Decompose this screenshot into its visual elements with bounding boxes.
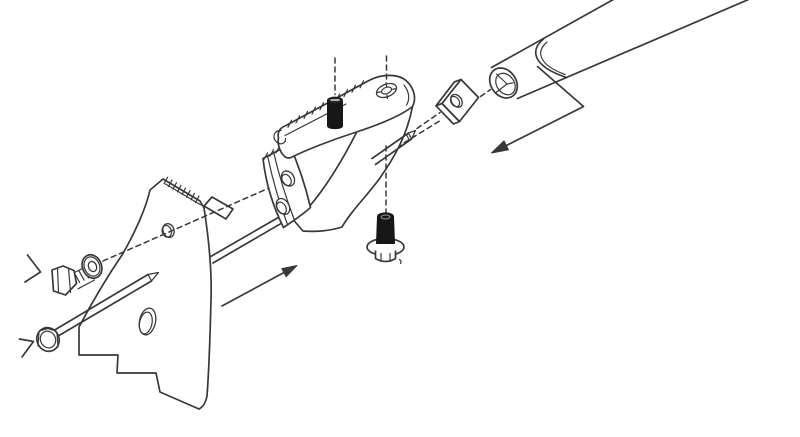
tick-mark <box>398 258 402 265</box>
alignment-dash-to-tube <box>479 88 492 98</box>
bracket-inner-curve <box>307 131 358 209</box>
long-bolt-shaft <box>52 273 153 338</box>
slide-arrow-head <box>281 265 298 278</box>
bolt-hex-head <box>51 265 78 296</box>
bracket-foot <box>292 219 343 233</box>
flat-washer <box>81 253 103 280</box>
bolt-threads <box>73 265 94 283</box>
bracket-face-hatching <box>263 142 287 160</box>
long-bolt-facets <box>37 327 59 348</box>
bracket-oval-hole-upper-depth <box>281 173 292 187</box>
tube-upper-edge <box>490 0 615 69</box>
alignment-dash-lower <box>395 120 441 149</box>
tube-collar <box>534 38 568 79</box>
insert-direction-arrow <box>491 65 585 154</box>
plate-fold-back-wall <box>203 196 234 220</box>
bracket-oval-hole-lower-depth <box>276 201 287 215</box>
insert-arrow-shaft <box>504 65 585 147</box>
pad-rolled-tab <box>273 129 287 145</box>
tube-open-end <box>488 67 519 99</box>
carriage-stud <box>327 96 343 130</box>
long-bolt-tip <box>147 271 160 282</box>
mount-bracket <box>262 74 416 233</box>
plate-hole-depth <box>161 224 173 238</box>
hole-bore <box>380 86 393 95</box>
pad-cap-inner <box>403 84 410 106</box>
square-nut-plate <box>435 78 480 125</box>
washer-hole <box>87 260 98 273</box>
chevron-icon <box>24 254 42 283</box>
tube-collar-inner <box>540 41 566 76</box>
screw-hex-base <box>374 250 397 263</box>
tube-wall <box>495 72 516 96</box>
hole-cross-marks <box>376 81 397 100</box>
alignment-dash-upper <box>416 111 441 130</box>
alignment-dashes-diagonal <box>395 88 492 149</box>
bracket-outer-curve <box>341 105 414 228</box>
chevron-icon <box>18 338 35 358</box>
alignment-dash-bolt-axis <box>102 180 286 262</box>
bracket-body-fill <box>293 106 413 232</box>
plate-fold-hatching <box>163 176 200 204</box>
rod-front-edges <box>371 132 413 166</box>
screw-hex-facets <box>380 252 391 263</box>
clamp-rod-front <box>371 129 417 166</box>
plate-face <box>78 178 213 410</box>
plate-fold-inner-line <box>164 183 202 206</box>
rod-front-tip <box>407 129 417 140</box>
washer-ring <box>83 256 101 277</box>
tube-inner-slot <box>495 73 514 94</box>
mounting-plate <box>78 176 234 410</box>
hex-bolt <box>51 264 96 296</box>
screw-tip-ring <box>380 214 391 220</box>
slide-arrow-shaft <box>221 271 285 307</box>
countersunk-screw-hole <box>375 81 398 100</box>
flange-screw <box>366 212 405 265</box>
long-hex-bolt <box>35 271 160 353</box>
bracket-face-lamination <box>266 151 295 226</box>
bolt-head-facets <box>56 267 72 294</box>
rod-chamfer-line <box>405 133 411 142</box>
alignment-dashes-vertical <box>334 55 388 214</box>
hole-countersink <box>375 82 398 99</box>
insert-arrow-head <box>491 140 509 154</box>
nut-hole-depth <box>449 95 461 108</box>
tube-lower-edge <box>516 0 750 100</box>
long-bolt-pointer-chevron <box>18 338 35 358</box>
slide-direction-arrow <box>221 265 298 307</box>
long-bolt-head <box>39 330 57 349</box>
handle-tube <box>488 0 752 100</box>
stud-body <box>327 100 343 130</box>
plate-slot-depth <box>138 311 153 335</box>
bolt-pointer-chevron <box>24 254 42 283</box>
